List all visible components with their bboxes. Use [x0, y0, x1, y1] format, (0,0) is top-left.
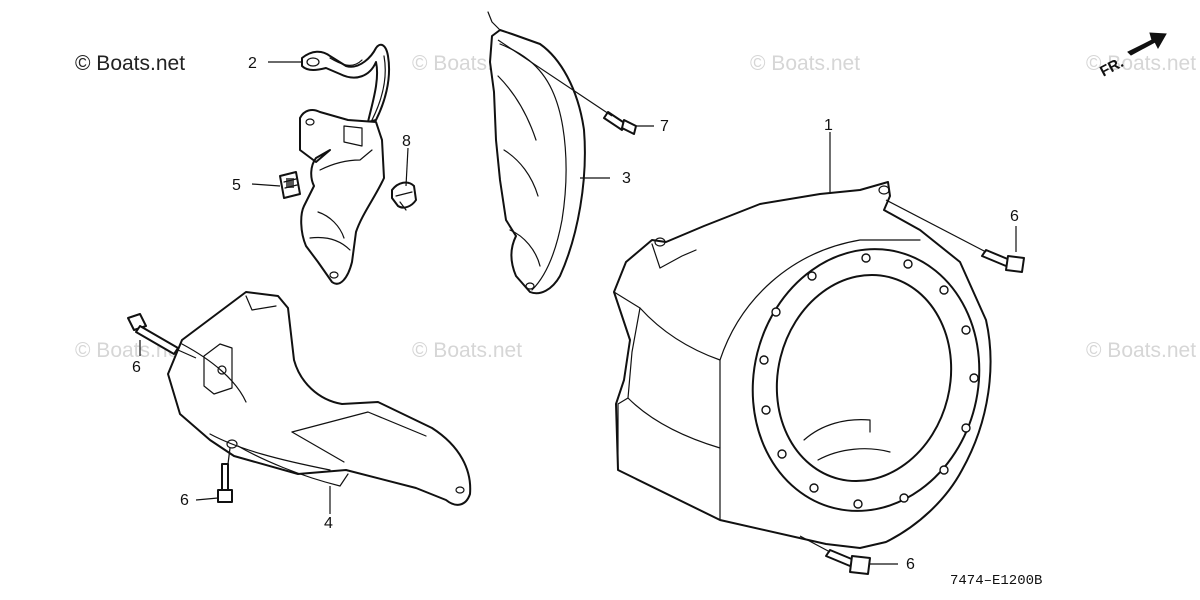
part-2-cable-strap: [301, 43, 391, 123]
callout-6: 6: [906, 556, 915, 573]
part-7-bolt: [603, 111, 637, 135]
callout-5: 5: [232, 177, 241, 194]
part-6-bolt: [981, 249, 1025, 273]
callout-2: 2: [248, 55, 257, 72]
callout-labels: 1 2 3 4 5 6 6 6 6 7 8: [132, 55, 1019, 573]
leader-lines: [139, 39, 1017, 565]
callout-4: 4: [324, 515, 333, 532]
upper-shroud-plate: [299, 109, 385, 285]
callout-8: 8: [402, 133, 411, 150]
front-direction-arrow-icon: [1127, 32, 1167, 56]
part-8-clip: [391, 181, 417, 211]
part-6-bolt: [825, 549, 871, 575]
part-6-bolt: [217, 463, 233, 503]
callout-6: 6: [180, 492, 189, 509]
callout-3: 3: [622, 170, 631, 187]
watermark-text: © Boats.net: [750, 52, 860, 75]
watermark-text: © Boats.net: [412, 339, 522, 362]
copyright-label: © Boats.net: [75, 52, 185, 75]
callout-7: 7: [660, 118, 669, 135]
watermark-text: © Boats.net: [1086, 52, 1196, 75]
part-4-lower-shroud: [167, 291, 472, 506]
watermark-text: © Boats.net: [1086, 339, 1196, 362]
callout-6: 6: [1010, 208, 1019, 225]
part-1-fan-cover: [613, 181, 992, 549]
part-3-curved-shroud: [487, 11, 586, 295]
diagram-code: 7474–E1200B: [950, 573, 1042, 589]
callout-1: 1: [824, 117, 833, 134]
part-6-bolt: [127, 313, 179, 355]
part-5-clip-nut: [279, 171, 301, 199]
callout-6: 6: [132, 359, 141, 376]
